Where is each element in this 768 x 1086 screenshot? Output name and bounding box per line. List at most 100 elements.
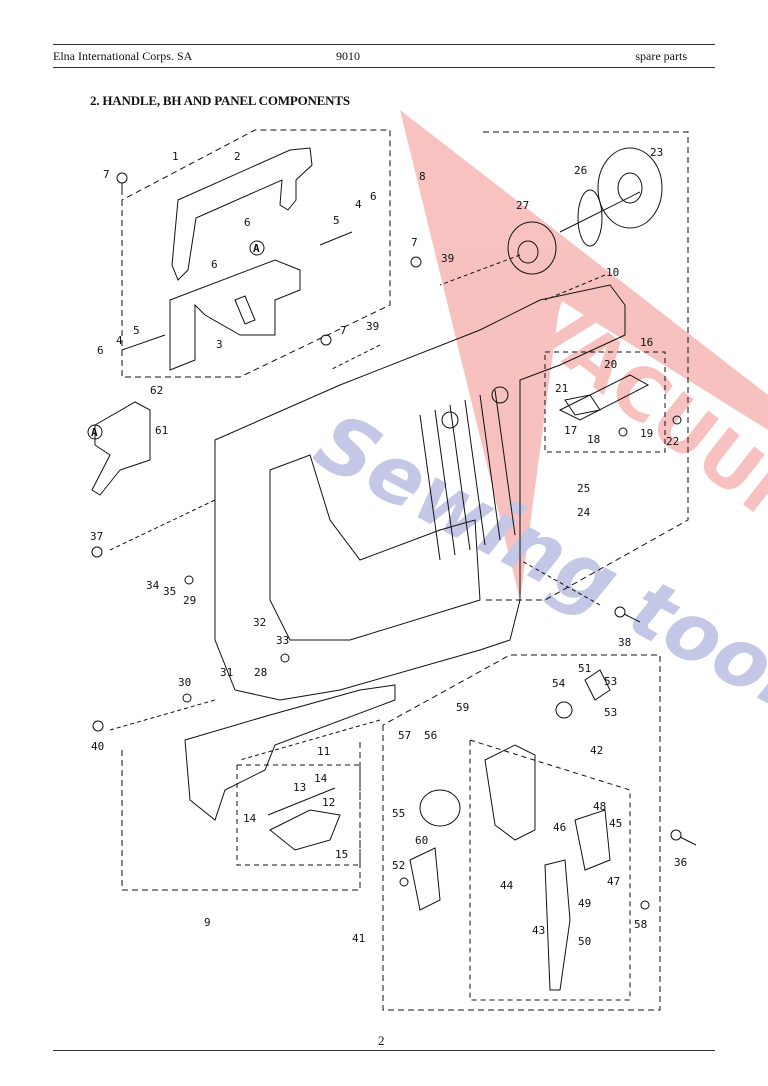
header-section: spare parts [635, 49, 687, 63]
housing-grille [419, 389, 516, 561]
part-label-62: 62 [150, 384, 163, 397]
detail-marker-a-top [249, 240, 265, 256]
part-label-28: 28 [254, 666, 267, 679]
part-label-23: 23 [650, 146, 663, 159]
part-label-9: 9 [204, 916, 211, 929]
part-label-52: 52 [392, 859, 405, 872]
pulley-hub [517, 240, 539, 264]
part-label-30: 30 [178, 676, 191, 689]
part-label-7: 7 [103, 168, 110, 181]
part-label-15: 15 [335, 848, 348, 861]
cover-rod [267, 787, 336, 816]
watermark-red-v [400, 110, 768, 600]
part-label-24: 24 [577, 506, 591, 519]
part-label-57: 57 [398, 729, 411, 742]
bracket-slot [234, 295, 256, 325]
part-label-4: 4 [355, 198, 362, 211]
part-label-27: 27 [516, 199, 529, 212]
part-label-36: 36 [674, 856, 687, 869]
watermark-logo: VACUUMS Sewing tools [301, 110, 768, 748]
bracket-61 [91, 401, 151, 496]
part-label-54: 54 [552, 677, 566, 690]
part-label-33: 33 [276, 634, 289, 647]
part-label-21: 21 [555, 382, 568, 395]
handle-part [171, 147, 313, 281]
part-label-1: 1 [172, 150, 179, 163]
spool-disc [577, 189, 603, 247]
page-title: 2. HANDLE, BH AND PANEL COMPONENTS [90, 93, 350, 108]
group-outline-panel [483, 131, 689, 601]
part-label-55: 55 [392, 807, 405, 820]
part-label-53: 53 [604, 706, 617, 719]
page-number: 2 [378, 1033, 385, 1048]
part-label-59: 59 [456, 701, 469, 714]
part-label-45: 45 [609, 817, 622, 830]
spool-shaft [559, 191, 641, 233]
part-label-7: 7 [340, 324, 347, 337]
part-label-43: 43 [532, 924, 545, 937]
sub-assembly-plate [558, 374, 650, 421]
motor-55 [419, 789, 461, 827]
part-label-51: 51 [578, 662, 591, 675]
ring-54 [555, 701, 573, 719]
group-outline-41 [382, 654, 661, 1011]
part-label-14: 14 [314, 772, 328, 785]
part-label-3: 3 [216, 338, 223, 351]
part-label-17: 17 [564, 424, 577, 437]
part-label-6: 6 [97, 344, 104, 357]
housing-bottom-tray [184, 684, 396, 821]
detail-a-label-left: A [91, 426, 98, 439]
page-header: Elna International Corps. SA 9010 spare … [53, 44, 715, 68]
part-label-46: 46 [553, 821, 566, 834]
lever-60 [409, 847, 441, 911]
part-label-5: 5 [133, 324, 140, 337]
part-label-49: 49 [578, 897, 591, 910]
shaft-left [121, 334, 166, 351]
part-label-8: 8 [419, 170, 426, 183]
housing-boss-left [441, 411, 459, 429]
part-label-25: 25 [577, 482, 590, 495]
part-label-4: 4 [116, 334, 123, 347]
detail-a-label-top: A [253, 242, 260, 255]
group-outline-16 [544, 351, 666, 453]
part-label-38: 38 [618, 636, 631, 649]
part-label-11: 11 [317, 745, 330, 758]
part-label-13: 13 [293, 781, 306, 794]
mechanism-plate [484, 744, 536, 841]
pulley [507, 221, 557, 275]
part-label-39: 39 [366, 320, 379, 333]
sub-assembly-clip [564, 394, 601, 416]
screws [91, 172, 697, 910]
part-label-42: 42 [590, 744, 603, 757]
part-label-56: 56 [424, 729, 437, 742]
part-label-22: 22 [666, 435, 679, 448]
part-label-7: 7 [411, 236, 418, 249]
part-label-61: 61 [155, 424, 168, 437]
detail-marker-a-left [87, 424, 103, 440]
part-label-6: 6 [370, 190, 377, 203]
housing-boss-right [491, 386, 509, 404]
group-outline-11 [236, 764, 361, 866]
group-outline-42 [469, 739, 631, 1001]
part-label-60: 60 [415, 834, 428, 847]
part-label-29: 29 [183, 594, 196, 607]
housing-inner-cavity [269, 454, 481, 641]
group-outline-9 [121, 740, 361, 891]
header-model: 9010 [336, 49, 360, 63]
part-label-26: 26 [574, 164, 587, 177]
part-label-53: 53 [604, 675, 617, 688]
part-label-35: 35 [163, 585, 176, 598]
spool-plate-hub [617, 172, 643, 204]
lever-50 [544, 859, 571, 991]
part-label-48: 48 [593, 800, 606, 813]
cam-51 [584, 669, 611, 701]
diagram-linework [87, 129, 697, 1011]
part-label-40: 40 [91, 740, 104, 753]
part-label-47: 47 [607, 875, 620, 888]
part-label-6: 6 [211, 258, 218, 271]
part-label-6: 6 [244, 216, 251, 229]
plate-45 [574, 809, 611, 871]
header-company: Elna International Corps. SA [53, 49, 193, 63]
part-label-41: 41 [352, 932, 365, 945]
